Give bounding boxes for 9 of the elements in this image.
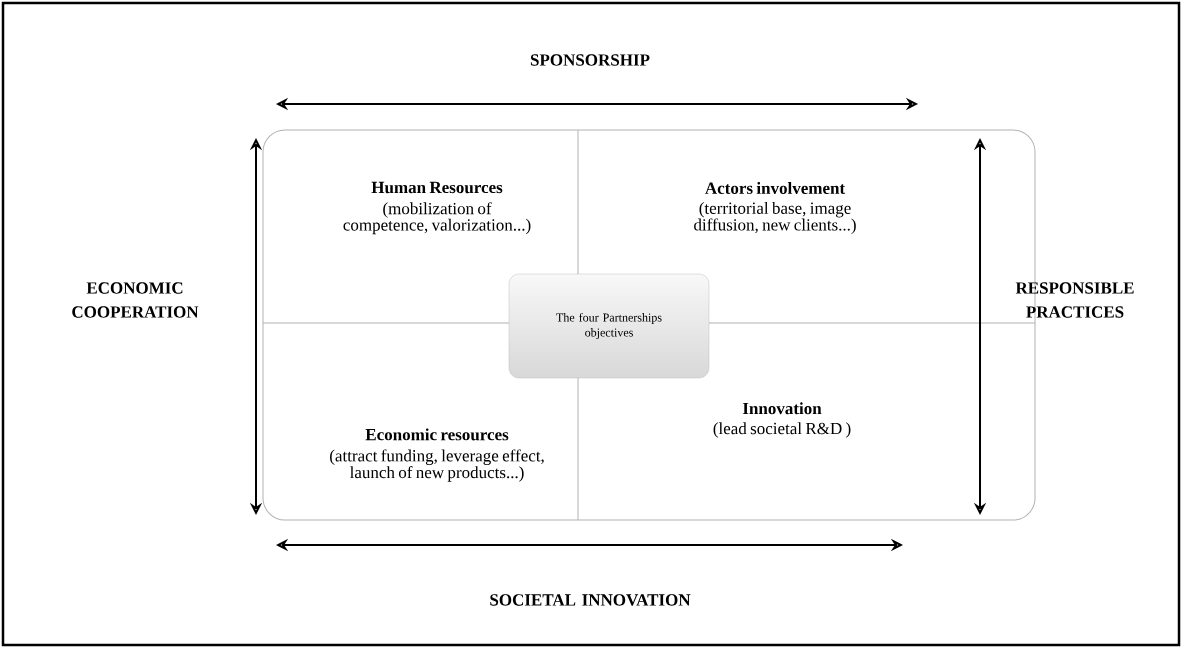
quadrant-text: Actors involvement (territorial base, image diffusion, new clients...)	[694, 182, 856, 235]
axis-label: SOCIETAL INNOVATION	[490, 594, 691, 606]
axis-label: ECONOMIC COOPERATION	[72, 282, 199, 318]
center-box: The four Partnerships objectives	[508, 273, 710, 379]
axis-label: SPONSORSHIP	[530, 54, 650, 66]
axis-label: RESPONSIBLE PRACTICES	[1015, 282, 1134, 318]
quadrant-text: Human Resources (mobilization of competence, valorization...)	[343, 181, 531, 235]
quadrant-text: Economic resources (attract funding, leverage effect, launch of new products...)	[330, 428, 544, 482]
quadrant-text: Innovation (lead societal R&D )	[713, 402, 851, 438]
